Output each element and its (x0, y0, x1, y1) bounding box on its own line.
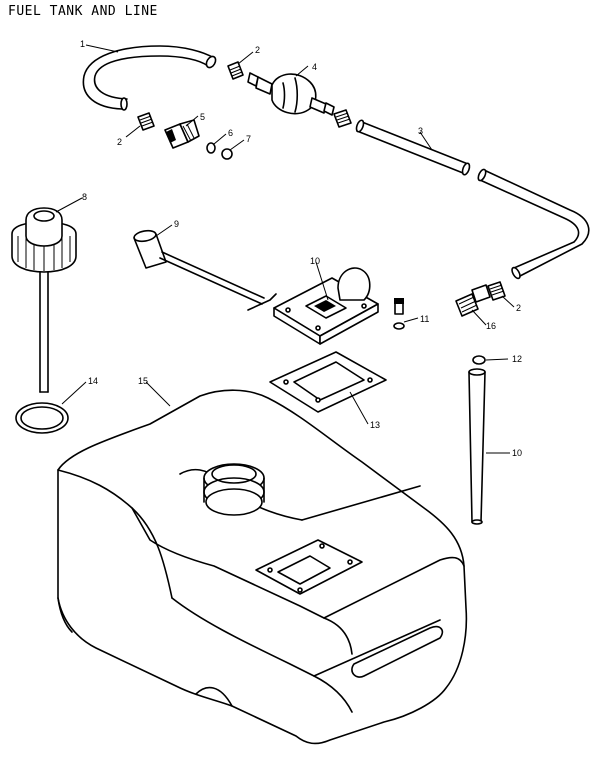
pickup-tube-part-10 (468, 368, 486, 525)
callout-10-tube: 10 (512, 448, 522, 458)
callout-2-upper: 2 (255, 45, 260, 55)
callout-14: 14 (88, 376, 98, 386)
connector-part-5 (164, 119, 200, 149)
callout-8: 8 (82, 192, 87, 202)
gasket-ring-part-14 (15, 402, 69, 434)
callout-6: 6 (228, 128, 233, 138)
hose-lower-bend (477, 168, 590, 280)
clamp-part-2-lower (487, 281, 506, 301)
leader-lines (55, 44, 515, 454)
fuel-cap-part-8 (11, 207, 77, 393)
hose-part-3 (355, 119, 471, 176)
diagram-title: FUEL TANK AND LINE (8, 4, 158, 19)
callout-3: 3 (418, 126, 423, 136)
callout-2-left: 2 (117, 137, 122, 147)
callout-9: 9 (174, 219, 179, 229)
callout-12: 12 (512, 354, 522, 364)
o-ring-part-12 (472, 355, 486, 365)
callout-7: 7 (246, 134, 251, 144)
sender-plate-part-10 (273, 267, 379, 345)
float-part-9 (133, 229, 277, 311)
callout-4: 4 (312, 62, 317, 72)
callout-10-sender: 10 (310, 256, 320, 266)
primer-bulb-part-4 (247, 72, 335, 116)
o-ring-part-7 (221, 148, 233, 160)
gasket-part-13 (269, 351, 387, 413)
screws-part-11 (393, 298, 405, 330)
clamp-part-2-right (333, 109, 352, 128)
clamp-part-2-upper (227, 61, 244, 80)
callout-numbers: 1 2 2 4 5 6 7 3 8 9 10 11 16 2 12 13 14 … (80, 39, 522, 458)
callout-11: 11 (420, 314, 429, 324)
o-ring-part-6 (206, 142, 216, 154)
clamp-part-2-left (137, 112, 155, 131)
fuel-tank-part-15 (57, 389, 468, 745)
callout-2-lower: 2 (516, 303, 521, 313)
callout-13: 13 (370, 420, 380, 430)
callout-16: 16 (486, 321, 496, 331)
callout-5: 5 (200, 112, 205, 122)
callout-15: 15 (138, 376, 148, 386)
hose-part-1 (82, 45, 217, 111)
callout-1: 1 (80, 39, 85, 49)
